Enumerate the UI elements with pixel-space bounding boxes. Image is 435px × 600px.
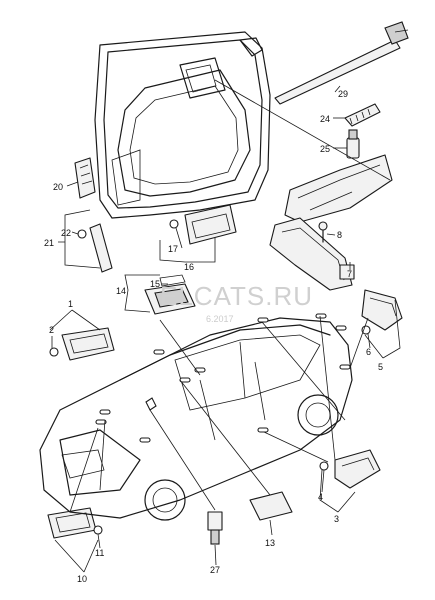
callout-6: 6 bbox=[366, 347, 371, 357]
part-27-sensor bbox=[207, 511, 223, 545]
part-20-lens bbox=[74, 157, 96, 199]
callout-16: 16 bbox=[184, 262, 194, 272]
part-8-screw bbox=[318, 221, 328, 243]
callout-8: 8 bbox=[337, 230, 342, 240]
callout-29: 29 bbox=[338, 89, 348, 99]
door-trim-panel bbox=[94, 31, 271, 219]
callout-1: 1 bbox=[68, 299, 73, 309]
part-7-bracket bbox=[269, 217, 355, 291]
callout-14: 14 bbox=[116, 286, 126, 296]
callout-3: 3 bbox=[334, 514, 339, 524]
callout-2: 2 bbox=[49, 325, 54, 335]
callout-5: 5 bbox=[378, 362, 383, 372]
part-1-lamp bbox=[49, 327, 115, 361]
callout-17: 17 bbox=[168, 244, 178, 254]
part-29-strip bbox=[274, 21, 409, 105]
part-16-lamp-housing bbox=[169, 204, 237, 245]
part-24-fiber bbox=[344, 103, 381, 127]
part-13-module bbox=[249, 491, 293, 521]
callout-25: 25 bbox=[320, 144, 330, 154]
part-25-bulb bbox=[346, 129, 360, 159]
leader-lines bbox=[49, 79, 401, 573]
watermark-year: 6.2017 bbox=[206, 314, 234, 324]
callout-4: 4 bbox=[318, 492, 323, 502]
callout-10: 10 bbox=[77, 574, 87, 584]
callout-22: 22 bbox=[61, 228, 71, 238]
door-handle-lamp bbox=[284, 154, 393, 223]
callout-21: 21 bbox=[44, 238, 54, 248]
callout-7: 7 bbox=[347, 269, 352, 279]
callout-13: 13 bbox=[265, 538, 275, 548]
part-3-lamp bbox=[319, 449, 381, 489]
part-14-interior-lamp bbox=[144, 274, 196, 315]
callout-20: 20 bbox=[53, 182, 63, 192]
watermark-brand: ELCATS.RU bbox=[160, 281, 313, 311]
vehicle-body bbox=[39, 313, 353, 521]
callout-labels: 29 24 25 8 7 20 22 21 17 16 15 14 1 2 5 … bbox=[44, 89, 383, 584]
callout-11: 11 bbox=[95, 548, 104, 558]
part-21-lamp-unit bbox=[77, 223, 113, 273]
callout-27: 27 bbox=[210, 565, 220, 575]
part-10-lamp bbox=[47, 507, 103, 539]
callout-15: 15 bbox=[150, 279, 160, 289]
part-5-lamp bbox=[361, 289, 403, 335]
callout-24: 24 bbox=[320, 114, 330, 124]
